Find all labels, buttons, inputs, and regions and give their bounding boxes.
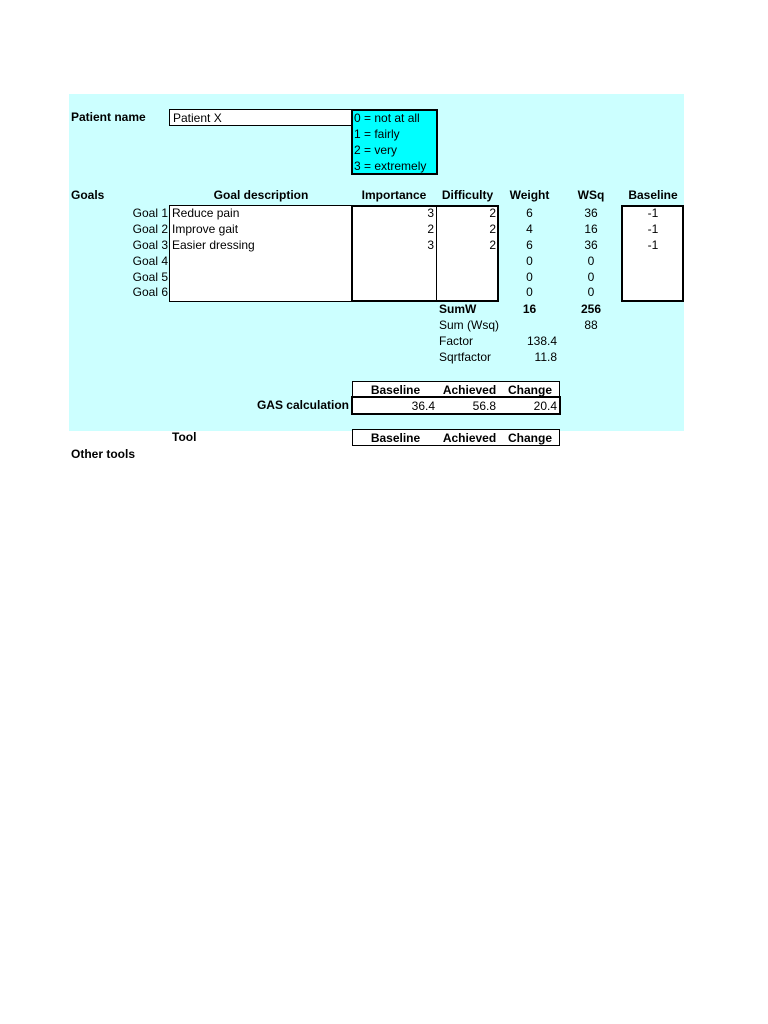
goals-header: Goals: [71, 188, 105, 202]
gas-calculation-label: GAS calculation: [256, 398, 349, 412]
importance-difficulty-divider: [436, 207, 437, 300]
gas-values-box: 36.4 56.8 20.4: [351, 396, 561, 415]
goal-label: Goal 5: [132, 270, 168, 284]
tool-change-header: Change: [507, 431, 552, 445]
goal-description[interactable]: Improve gait: [172, 222, 239, 236]
goal-wsq: 36: [584, 238, 598, 252]
goal-description[interactable]: Easier dressing: [172, 238, 255, 252]
baseline-header: Baseline: [628, 188, 678, 202]
gas-achieved-value: 56.8: [472, 399, 496, 413]
factor-label: Factor: [439, 334, 474, 348]
goal-weight: 4: [526, 222, 533, 236]
sum-wsq-label: Sum (Wsq): [439, 318, 499, 332]
goal-weight: 6: [526, 238, 533, 252]
patient-name-label: Patient name: [71, 110, 146, 124]
goal-wsq: 0: [587, 254, 595, 268]
goal-wsq: 0: [587, 285, 595, 299]
scale-item-2: 2 = very: [354, 143, 398, 157]
goal-difficulty[interactable]: 2: [489, 238, 496, 252]
goal-description[interactable]: Reduce pain: [172, 206, 240, 220]
importance-difficulty-box[interactable]: [351, 205, 499, 302]
sumw-wsq: 256: [580, 302, 602, 316]
goal-importance[interactable]: 3: [427, 238, 434, 252]
tool-label: Tool: [172, 430, 197, 444]
goal-label: Goal 1: [132, 206, 168, 220]
goal-weight: 0: [526, 254, 533, 268]
scale-item-3: 3 = extremely: [354, 159, 427, 173]
tool-achieved-header: Achieved: [442, 431, 497, 445]
tool-baseline-header: Baseline: [370, 431, 421, 445]
sum-wsq-value: 88: [584, 318, 598, 332]
goal-difficulty[interactable]: 2: [489, 222, 496, 236]
goal-label: Goal 6: [132, 285, 168, 299]
importance-header: Importance: [361, 188, 427, 202]
goal-label: Goal 4: [132, 254, 168, 268]
gas-change-value: 20.4: [533, 399, 557, 413]
tool-header-box: Baseline Achieved Change: [352, 429, 560, 446]
patient-name-value: Patient X: [173, 111, 222, 125]
goal-baseline[interactable]: -1: [647, 222, 659, 236]
patient-name-field[interactable]: Patient X: [169, 109, 353, 126]
goal-description-box[interactable]: [169, 205, 353, 302]
sqrtfactor-label: Sqrtfactor: [439, 350, 492, 364]
scale-legend: 0 = not at all 1 = fairly 2 = very 3 = e…: [351, 109, 438, 175]
goal-weight: 0: [526, 270, 533, 284]
goal-importance[interactable]: 2: [427, 222, 434, 236]
sumw-label: SumW: [439, 302, 477, 316]
goal-importance[interactable]: 3: [427, 206, 434, 220]
weight-header: Weight: [509, 188, 550, 202]
goal-weight: 6: [526, 206, 533, 220]
goal-wsq: 0: [587, 270, 595, 284]
baseline-box[interactable]: [621, 205, 684, 302]
goal-baseline[interactable]: -1: [647, 238, 659, 252]
goal-difficulty[interactable]: 2: [489, 206, 496, 220]
gas-baseline-value: 36.4: [411, 399, 435, 413]
wsq-header: WSq: [577, 188, 605, 202]
goal-weight: 0: [526, 285, 533, 299]
goal-baseline[interactable]: -1: [647, 206, 659, 220]
goal-label: Goal 3: [132, 238, 168, 252]
sumw-weight: 16: [522, 302, 537, 316]
scale-item-0: 0 = not at all: [354, 111, 420, 125]
goal-label: Goal 2: [132, 222, 168, 236]
goal-wsq: 16: [584, 222, 598, 236]
sqrtfactor-value: 11.8: [534, 350, 557, 364]
factor-value: 138.4: [526, 334, 557, 348]
other-tools-label: Other tools: [71, 447, 136, 461]
goal-description-header: Goal description: [213, 188, 309, 202]
difficulty-header: Difficulty: [441, 188, 494, 202]
gas-achieved-header: Achieved: [442, 383, 497, 397]
scale-item-1: 1 = fairly: [354, 127, 400, 141]
goal-wsq: 36: [584, 206, 598, 220]
gas-baseline-header: Baseline: [370, 383, 421, 397]
gas-change-header: Change: [507, 383, 552, 397]
